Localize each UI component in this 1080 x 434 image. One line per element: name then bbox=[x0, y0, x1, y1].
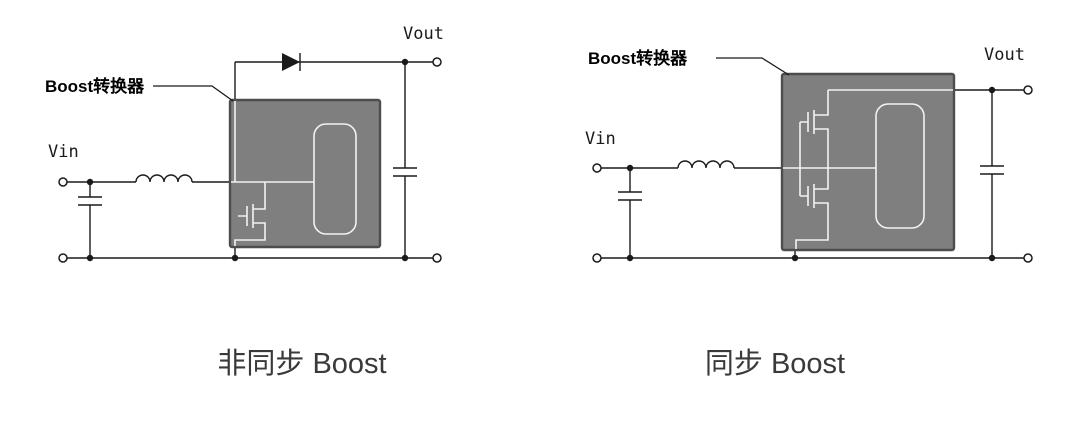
output-capacitor-icon bbox=[980, 90, 1004, 258]
vin-label: Vin bbox=[585, 129, 616, 149]
mosfet-icon bbox=[234, 182, 266, 246]
vin-terminal bbox=[592, 163, 602, 173]
left-terminals bbox=[58, 57, 442, 263]
gnd-terminal-left bbox=[592, 253, 602, 263]
right-terminals bbox=[592, 85, 1033, 263]
left-junction-dots bbox=[86, 58, 409, 262]
inductor-icon bbox=[135, 174, 193, 183]
left-ic-block bbox=[228, 98, 382, 249]
input-capacitor-icon bbox=[78, 182, 102, 258]
vin-label: Vin bbox=[48, 142, 79, 162]
label-pointer-line bbox=[153, 85, 234, 102]
right-circuit: Boost转换器 Vin Vout bbox=[585, 45, 1033, 263]
gate-bus-trace bbox=[799, 121, 808, 197]
left-ic-traces bbox=[231, 101, 357, 246]
vout-label: Vout bbox=[403, 24, 444, 44]
converter-label: Boost转换器 bbox=[45, 76, 145, 96]
right-junction-dots bbox=[626, 86, 996, 262]
vout-terminal bbox=[432, 57, 442, 67]
right-ic-traces bbox=[783, 89, 953, 249]
diode-icon bbox=[282, 53, 301, 71]
gnd-terminal-left bbox=[58, 253, 68, 263]
right-caption: 同步 Boost bbox=[705, 347, 845, 380]
vout-terminal bbox=[1023, 85, 1033, 95]
controller-outline bbox=[875, 103, 925, 229]
left-wires bbox=[67, 61, 433, 259]
output-capacitor-icon bbox=[393, 62, 417, 258]
vout-label: Vout bbox=[984, 45, 1025, 65]
inductor-icon bbox=[677, 160, 735, 169]
converter-label: Boost转换器 bbox=[588, 48, 688, 68]
input-capacitor-icon bbox=[618, 168, 642, 258]
gnd-terminal-right bbox=[1023, 253, 1033, 263]
label-pointer-line bbox=[716, 57, 790, 76]
gnd-terminal-right bbox=[432, 253, 442, 263]
left-caption: 非同步 Boost bbox=[217, 347, 386, 380]
left-circuit: Boost转换器 Vin Vout bbox=[45, 24, 444, 263]
vin-terminal bbox=[58, 177, 68, 187]
right-ic-block bbox=[780, 72, 956, 252]
controller-outline bbox=[313, 123, 357, 235]
